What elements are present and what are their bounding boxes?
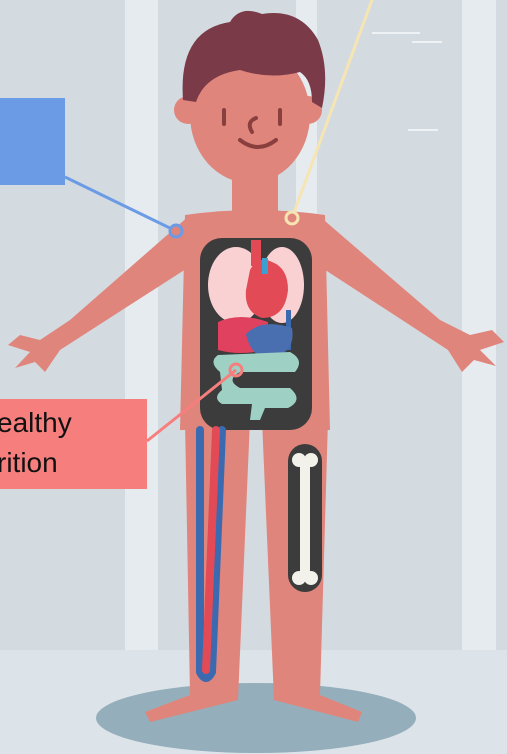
floor-shadow [96,683,416,753]
blue-callout-box [0,98,65,185]
organs [208,240,304,420]
nutrition-callout-line1: ealthy [0,407,72,439]
nutrition-callout-box: ealthy rition [0,399,147,489]
nutrition-callout-line2: rition [0,447,58,479]
femur-bone [288,444,322,592]
